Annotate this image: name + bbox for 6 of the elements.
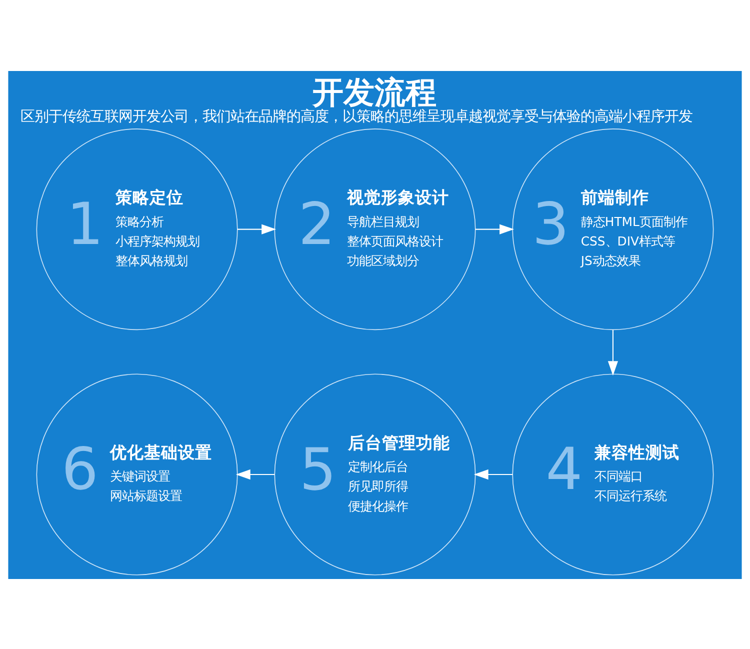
arrow — [236, 468, 274, 480]
caption: 区别于传统互联网开发公司，我们站在品牌的高度，以策略的思维呈现卓越视觉享受与体验的高端小程序开发 — [20, 108, 693, 124]
arrow — [608, 329, 618, 376]
arrow — [475, 224, 514, 234]
arrow — [474, 468, 512, 480]
arrow — [237, 224, 276, 234]
